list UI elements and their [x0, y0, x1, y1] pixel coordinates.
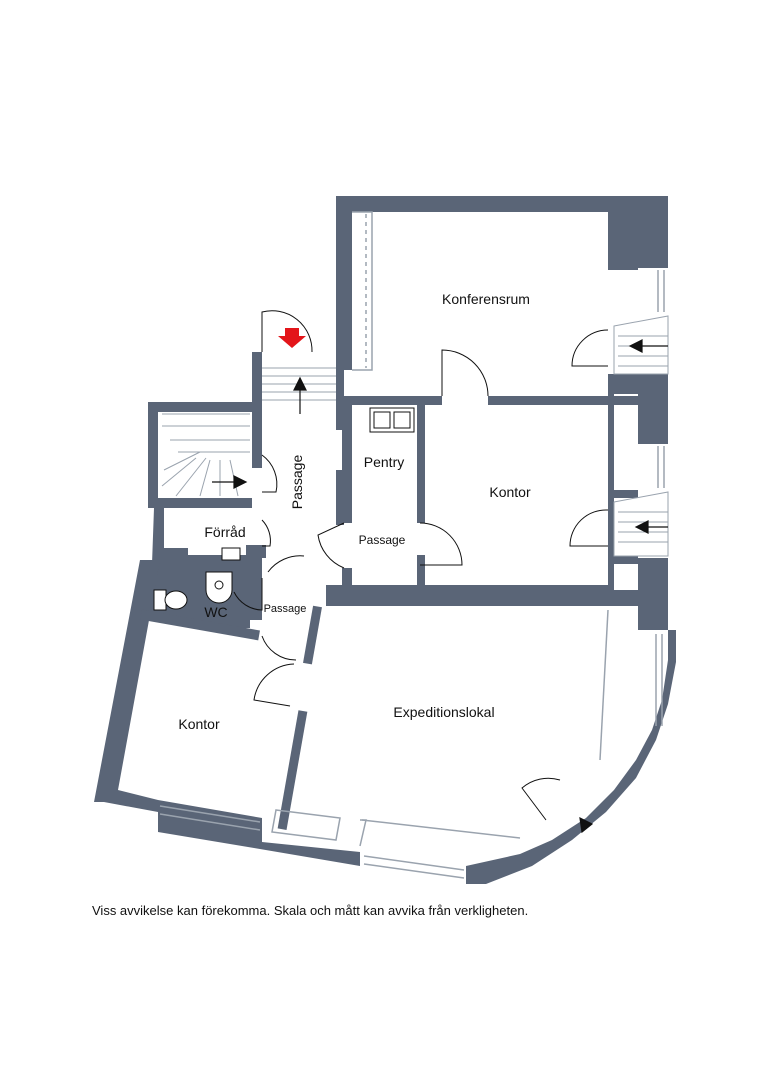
door-right-lower	[569, 509, 609, 547]
room-labels: Konferensrum Pentry Kontor Passage Passa…	[178, 291, 531, 732]
stairs	[161, 315, 669, 557]
label-pentry: Pentry	[364, 454, 404, 470]
door-passage-center	[419, 522, 463, 566]
wall-konf-kontor	[342, 396, 442, 405]
wall-pentry-right	[417, 405, 425, 523]
door-expedition-corner	[521, 777, 561, 821]
wall-bottom	[158, 800, 360, 866]
door-entrance	[261, 310, 313, 353]
door-right-upper	[571, 329, 609, 367]
label-kontor-right: Kontor	[489, 484, 531, 500]
label-wc: WC	[204, 604, 227, 620]
arrow-corner-icon	[579, 816, 594, 834]
wall-right-sep-2	[610, 556, 638, 564]
outer-wall-right-mid	[638, 374, 668, 444]
sink	[369, 407, 415, 433]
entrance-arrow-icon	[278, 328, 306, 348]
label-passage-vertical: Passage	[289, 455, 305, 510]
wall-passage-right	[336, 370, 344, 430]
door-forrad	[261, 519, 271, 547]
stair-left-spiral	[161, 413, 250, 497]
wall-right-sep-1	[610, 490, 638, 498]
outer-wall-right-upper	[608, 212, 638, 270]
wall-passage-small-right	[303, 605, 322, 665]
wall-bottom-cap	[362, 866, 466, 884]
arrow-up-icon	[293, 376, 307, 391]
arrows	[212, 339, 668, 834]
door-swings	[233, 310, 609, 821]
wall-konf-kontor-2	[488, 396, 638, 405]
wall-passage-right-low	[336, 470, 344, 525]
wall-bottom-right	[466, 630, 676, 884]
wall-mid-horizontal	[326, 555, 668, 630]
wall-kontor-expedition	[277, 710, 308, 830]
door-stair	[261, 454, 278, 493]
wc-fixtures	[153, 547, 241, 611]
label-kontor-left: Kontor	[178, 716, 220, 732]
arrow-right-icon	[233, 475, 248, 489]
forrad-box	[221, 547, 241, 561]
door-passage-down	[261, 635, 297, 661]
door-kontor-left	[253, 663, 295, 707]
outer-wall-right-mid2	[608, 374, 638, 394]
label-konferensrum: Konferensrum	[442, 291, 530, 307]
label-passage-small: Passage	[264, 603, 307, 615]
door-wc	[233, 578, 263, 611]
window-lines	[159, 211, 665, 879]
label-forrad: Förråd	[204, 524, 245, 540]
label-expeditionslokal: Expeditionslokal	[393, 704, 494, 720]
disclaimer-text: Viss avvikelse kan förekomma. Skala och …	[92, 903, 529, 918]
door-passage-center-2	[317, 522, 345, 569]
wall-left-kontor	[94, 560, 160, 812]
door-konferensrum	[441, 349, 489, 397]
wall-stair-left	[148, 402, 262, 508]
wall-kontor-top	[140, 609, 260, 641]
wall-pentry-left	[342, 405, 352, 523]
toilet	[153, 589, 167, 611]
label-passage-center: Passage	[359, 533, 406, 547]
door-passage-small	[267, 555, 305, 573]
stair-right-lower	[613, 491, 669, 557]
arrow-left-icon	[628, 339, 643, 353]
arrow-left-lower-icon	[634, 520, 649, 534]
